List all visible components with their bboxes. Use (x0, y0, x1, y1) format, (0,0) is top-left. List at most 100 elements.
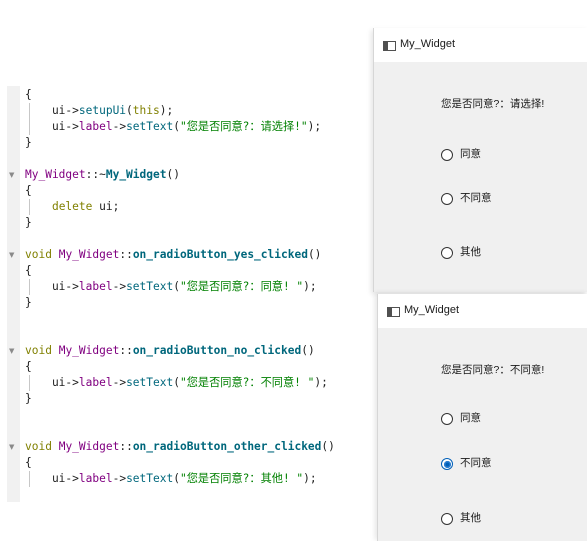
radio-button-yes[interactable]: 同意 (441, 148, 551, 164)
code-token: My_Widget (58, 248, 120, 261)
radio-circle-icon[interactable] (441, 247, 453, 259)
code-token: { (25, 264, 32, 277)
editor-gutter (7, 86, 20, 502)
code-line[interactable]: { (25, 87, 32, 103)
code-token: delete (51, 200, 93, 213)
radio-label-other[interactable]: 其他 (460, 512, 481, 524)
radio-label-other[interactable]: 其他 (460, 246, 481, 258)
radio-button-no[interactable]: 不同意 (441, 192, 551, 208)
code-token: "您是否同意?：不同意! " (179, 376, 315, 389)
code-token: on_radioButton_other_clicked (132, 440, 322, 453)
fold-toggle-icon[interactable]: ▼ (9, 347, 15, 355)
fold-toggle-icon[interactable]: ▼ (9, 251, 15, 259)
code-token: setText (126, 120, 174, 133)
code-token: ( (173, 472, 180, 485)
code-line[interactable]: void My_Widget::on_radioButton_yes_click… (25, 247, 321, 263)
window-app-icon (387, 307, 400, 317)
code-line[interactable]: { (25, 263, 32, 279)
code-token: setText (126, 376, 174, 389)
code-line[interactable]: ui->label->setText("您是否同意?：同意! "); (25, 279, 317, 295)
code-token: this (132, 104, 160, 117)
code-token: -> (112, 280, 127, 293)
window-titlebar[interactable]: My_Widget (378, 294, 587, 328)
radio-circle-icon[interactable] (441, 149, 453, 161)
code-token (52, 440, 59, 453)
indent-guide (29, 279, 30, 295)
code-token: ui; (92, 200, 120, 213)
code-token: } (25, 392, 32, 405)
code-token: ); (303, 472, 317, 485)
code-token: setupUi (78, 104, 127, 117)
code-token: My_Widget (105, 168, 167, 181)
code-line[interactable]: delete ui; (25, 199, 119, 215)
code-token: void (25, 440, 52, 453)
widget-window-initial[interactable]: My_Widget 您是否同意?：请选择! 同意 不同意 其他 (373, 28, 587, 292)
indent-guide (29, 375, 30, 391)
code-line[interactable]: ui->label->setText("您是否同意?：其他! "); (25, 471, 317, 487)
fold-toggle-icon[interactable]: ▼ (9, 171, 15, 179)
widget-window-no-selected[interactable]: My_Widget 您是否同意?：不同意! 同意 不同意 其他 (377, 294, 587, 541)
code-line[interactable]: ui->setupUi(this); (25, 103, 173, 119)
code-token (52, 344, 59, 357)
code-token: :: (119, 344, 133, 357)
radio-circle-icon[interactable] (441, 513, 453, 525)
code-token: ( (173, 120, 180, 133)
code-line[interactable]: } (25, 215, 32, 231)
radio-label-no[interactable]: 不同意 (460, 457, 492, 469)
code-token: ( (173, 280, 180, 293)
code-token: label (78, 472, 113, 485)
code-token: () (301, 344, 315, 357)
code-line[interactable]: } (25, 391, 32, 407)
code-token: My_Widget (25, 168, 86, 181)
code-line[interactable]: } (25, 135, 32, 151)
code-token: ui-> (25, 376, 79, 389)
radio-circle-icon[interactable] (441, 193, 453, 205)
code-line[interactable]: void My_Widget::on_radioButton_no_clicke… (25, 343, 315, 359)
radio-circle-icon[interactable] (441, 458, 453, 470)
fold-toggle-icon[interactable]: ▼ (9, 443, 15, 451)
code-token: setText (126, 280, 174, 293)
code-token: } (25, 216, 32, 229)
window-app-icon (383, 41, 396, 51)
radio-button-other[interactable]: 其他 (441, 512, 551, 528)
radio-button-other[interactable]: 其他 (441, 246, 551, 262)
indent-guide (29, 199, 30, 215)
radio-label-yes[interactable]: 同意 (460, 148, 481, 160)
code-token: on_radioButton_no_clicked (132, 344, 302, 357)
code-token (52, 248, 59, 261)
radio-button-no[interactable]: 不同意 (441, 457, 551, 473)
code-token: :: (119, 248, 133, 261)
code-token: label (78, 376, 113, 389)
code-token: } (25, 136, 32, 149)
indent-guide (29, 471, 30, 487)
code-line[interactable]: ui->label->setText("您是否同意?：请选择!"); (25, 119, 321, 135)
code-token: void (25, 344, 52, 357)
code-token: ); (303, 280, 317, 293)
radio-label-yes[interactable]: 同意 (460, 412, 481, 424)
code-token: label (78, 120, 113, 133)
code-line[interactable]: } (25, 295, 32, 311)
code-token: "您是否同意?：请选择!" (179, 120, 308, 133)
indent-guide (29, 103, 30, 135)
window-titlebar[interactable]: My_Widget (374, 28, 587, 62)
code-editor[interactable]: { ui->setupUi(this); ui->label->setText(… (0, 86, 365, 502)
radio-circle-icon[interactable] (441, 413, 453, 425)
code-token: () (166, 168, 180, 181)
code-line[interactable]: { (25, 455, 32, 471)
code-line[interactable]: My_Widget::~My_Widget() (25, 167, 180, 183)
code-token: -> (112, 472, 127, 485)
code-token: :: (119, 440, 133, 453)
code-token: { (25, 184, 32, 197)
code-token: ::~ (85, 168, 106, 181)
window-title: My_Widget (404, 304, 460, 316)
code-line[interactable]: { (25, 183, 32, 199)
code-token: ); (307, 120, 322, 133)
radio-label-no[interactable]: 不同意 (460, 192, 492, 204)
radio-button-yes[interactable]: 同意 (441, 412, 551, 428)
code-line[interactable]: ui->label->setText("您是否同意?：不同意! "); (25, 375, 328, 391)
code-line[interactable]: void My_Widget::on_radioButton_other_cli… (25, 439, 335, 455)
code-token: ui-> (25, 280, 79, 293)
code-token: ui-> (25, 472, 79, 485)
code-line[interactable]: { (25, 359, 32, 375)
code-token: My_Widget (58, 440, 120, 453)
